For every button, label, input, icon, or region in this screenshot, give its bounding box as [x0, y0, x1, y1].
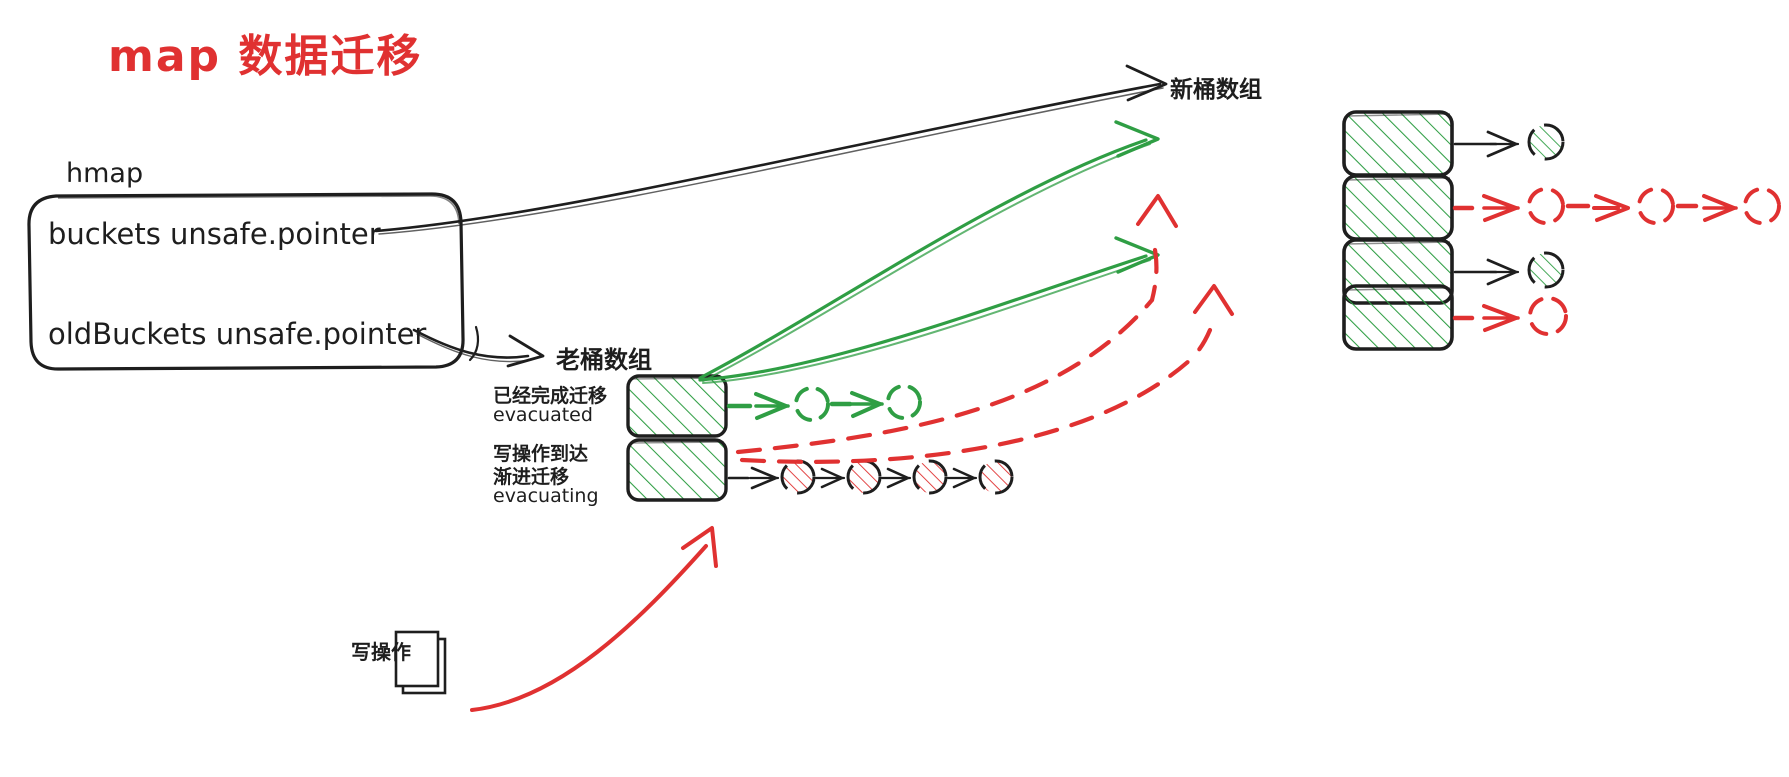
new-bucket-2-chain [1453, 251, 1565, 289]
documents-icon [394, 630, 447, 695]
write-operation-label: 写操作 [351, 640, 411, 664]
hmap-field-oldbuckets: oldBuckets unsafe.pointer [48, 317, 427, 351]
cell-circle [780, 459, 816, 495]
arrow-evacuating-to-new-bucket-1 [735, 194, 1178, 455]
old-bucket-1-annotation-cn-2: 渐进迁移 [493, 466, 570, 488]
arrow-oldbuckets-to-old-array [412, 325, 545, 368]
new-bucket-1-chain [1452, 187, 1781, 225]
new-bucket-3[interactable] [1342, 284, 1454, 351]
old-bucket-0-evacuated[interactable] [626, 374, 728, 438]
old-bucket-0-annotation-cn: 已经完成迁移 [493, 385, 608, 407]
page-title: map 数据迁移 [108, 31, 423, 82]
new-bucket-0[interactable] [1342, 110, 1454, 177]
hmap-box [27, 192, 465, 371]
arrow-write-to-evacuating [470, 526, 718, 712]
hmap-label: hmap [66, 158, 144, 189]
arrow-evacuated-to-new-bucket-2 [698, 236, 1160, 384]
hmap-field-buckets: buckets unsafe.pointer [48, 217, 381, 251]
old-bucket-1-annotation-en: evacuating [493, 485, 599, 507]
old-bucket-1-evacuating[interactable] [626, 438, 728, 502]
new-bucket-0-chain [1453, 123, 1565, 161]
old-bucket-1-chain [727, 459, 1014, 495]
old-bucket-array-label: 老桶数组 [556, 346, 652, 374]
old-bucket-0-chain [726, 384, 922, 422]
new-bucket-1[interactable] [1342, 174, 1454, 241]
arrow-buckets-to-new-array [374, 64, 1168, 235]
old-bucket-0-annotation-en: evacuated [493, 404, 593, 426]
cell-circle [978, 459, 1014, 495]
arrow-evacuated-to-new-bucket-0 [698, 120, 1160, 382]
cell-circle [912, 459, 948, 495]
new-bucket-array-label: 新桶数组 [1170, 77, 1262, 103]
cell-circle [846, 459, 882, 495]
arrow-evacuating-to-new-bucket-3 [739, 284, 1234, 464]
new-bucket-3-chain [1452, 296, 1568, 336]
old-bucket-1-annotation-cn-1: 写操作到达 [493, 443, 589, 465]
